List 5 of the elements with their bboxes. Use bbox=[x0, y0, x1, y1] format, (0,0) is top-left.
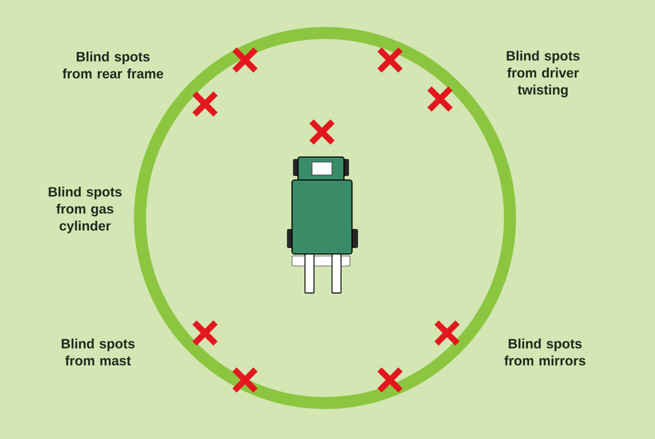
label: Blind spots from mirrors bbox=[504, 338, 586, 366]
label: Blind spots from rear frame bbox=[62, 52, 164, 78]
label: Blind spots from gas cylinder bbox=[48, 186, 122, 234]
label: Blind spots from driver twisting bbox=[506, 50, 580, 98]
label: Blind spots from mast bbox=[62, 338, 135, 366]
